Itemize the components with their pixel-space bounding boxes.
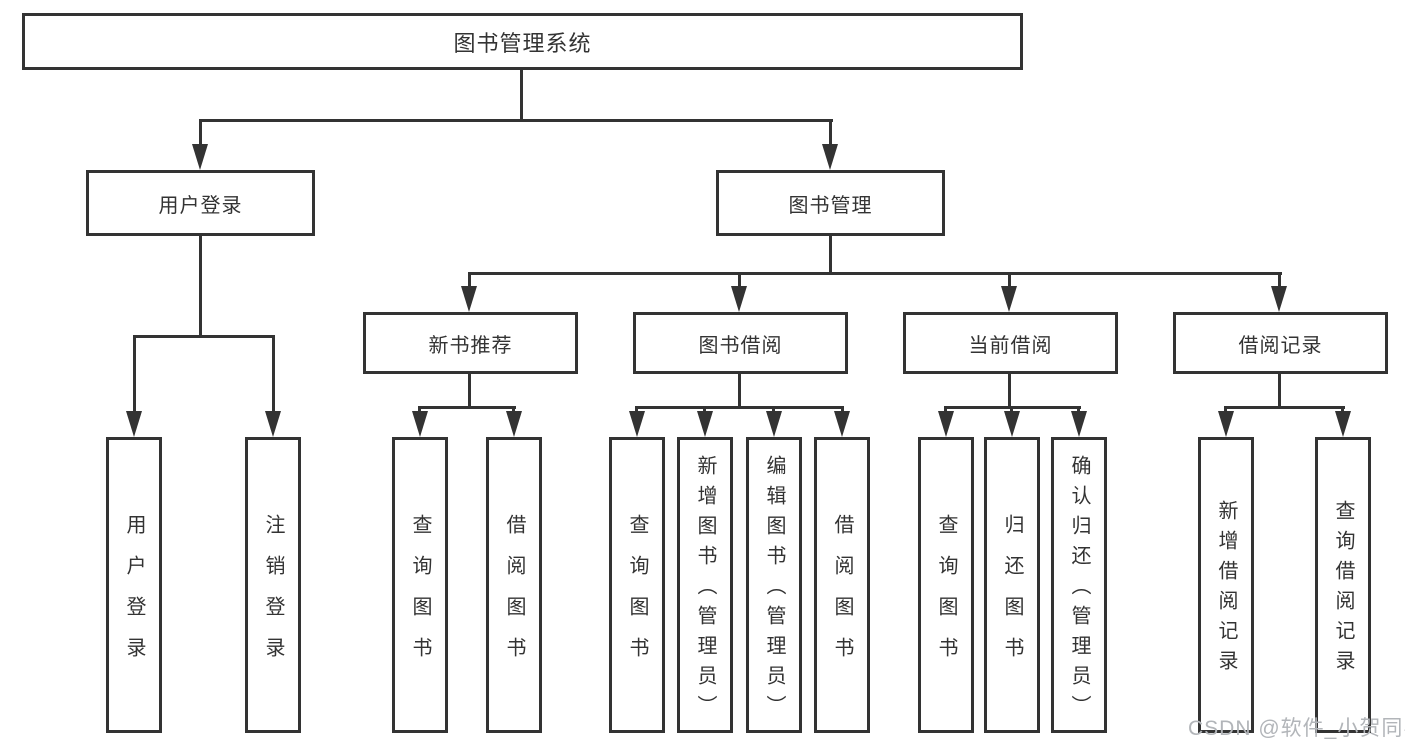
leaf-add-borrow-record: 新增借阅记录: [1198, 437, 1254, 733]
node-label: 图书管理系统: [453, 30, 592, 56]
leaf-confirm-return-admin: 确认归还（管理员）: [1051, 437, 1107, 733]
node-label: 新增图书（管理员）: [694, 455, 716, 725]
connector-line: [199, 234, 202, 338]
node-label: 用户登录: [158, 194, 243, 217]
connector-line: [199, 119, 833, 122]
connector-line: [841, 406, 844, 415]
node-label: 编辑图书（管理员）: [763, 455, 785, 725]
node-label: 当前借阅: [968, 334, 1053, 357]
connector-line: [1224, 406, 1227, 415]
node-new-book-recommend: 新书推荐: [363, 312, 578, 374]
node-label: 注销登录: [262, 513, 284, 678]
connector-line: [272, 335, 275, 415]
arrow-down-icon: [697, 411, 713, 437]
arrow-down-icon: [126, 411, 142, 437]
connector-line: [418, 406, 421, 415]
arrow-down-icon: [265, 411, 281, 437]
node-label: 图书借阅: [698, 334, 783, 357]
connector-line: [738, 272, 741, 292]
node-label: 图书管理: [788, 194, 873, 217]
arrow-down-icon: [938, 411, 954, 437]
arrow-down-icon: [1071, 411, 1087, 437]
arrow-down-icon: [822, 144, 838, 170]
connector-line: [635, 406, 844, 409]
leaf-query-books-borrowing: 查询图书: [609, 437, 665, 733]
connector-line: [520, 70, 523, 122]
node-book-management: 图书管理: [716, 170, 945, 236]
leaf-logout: 注销登录: [245, 437, 301, 733]
leaf-borrow-books: 借阅图书: [814, 437, 870, 733]
connector-line: [829, 234, 832, 275]
leaf-query-books-recommend: 查询图书: [392, 437, 448, 733]
arrow-down-icon: [1218, 411, 1234, 437]
connector-line: [944, 406, 947, 415]
node-label: 查询图书: [626, 513, 648, 678]
node-label: 借阅图书: [831, 513, 853, 678]
connector-line: [1224, 406, 1345, 409]
connector-line: [1278, 272, 1281, 292]
arrow-down-icon: [1004, 411, 1020, 437]
leaf-edit-book-admin: 编辑图书（管理员）: [746, 437, 802, 733]
connector-line: [1008, 372, 1011, 409]
connector-line: [133, 335, 274, 338]
node-user-login: 用户登录: [86, 170, 315, 236]
node-label: 借阅图书: [503, 513, 525, 678]
node-book-borrowing: 图书借阅: [633, 312, 848, 374]
node-label: 新书推荐: [428, 334, 513, 357]
connector-line: [829, 119, 832, 149]
connector-line: [1010, 406, 1013, 415]
connector-line: [1341, 406, 1344, 415]
leaf-query-borrow-record: 查询借阅记录: [1315, 437, 1371, 733]
node-library-management-system: 图书管理系统: [22, 13, 1023, 70]
connector-line: [133, 335, 136, 415]
arrow-down-icon: [1335, 411, 1351, 437]
node-borrowing-records: 借阅记录: [1173, 312, 1388, 374]
connector-line: [199, 119, 202, 149]
connector-line: [738, 372, 741, 409]
leaf-user-login: 用户登录: [106, 437, 162, 733]
csdn-watermark: CSDN @软件_小贺同学: [1188, 717, 1405, 740]
connector-line: [1077, 406, 1080, 415]
arrow-down-icon: [192, 144, 208, 170]
arrow-down-icon: [731, 286, 747, 312]
node-label: 查询图书: [935, 513, 957, 678]
node-label: 用户登录: [123, 513, 145, 678]
connector-line: [1008, 272, 1011, 292]
node-current-borrowing: 当前借阅: [903, 312, 1118, 374]
leaf-borrow-books-recommend: 借阅图书: [486, 437, 542, 733]
node-label: 归还图书: [1001, 513, 1023, 678]
arrow-down-icon: [461, 286, 477, 312]
connector-line: [468, 272, 471, 292]
node-label: 新增借阅记录: [1215, 500, 1237, 680]
connector-line: [1278, 372, 1281, 409]
leaf-query-books-current: 查询图书: [918, 437, 974, 733]
arrow-down-icon: [766, 411, 782, 437]
arrow-down-icon: [834, 411, 850, 437]
connector-line: [512, 406, 515, 415]
arrow-down-icon: [629, 411, 645, 437]
arrow-down-icon: [1001, 286, 1017, 312]
connector-line: [635, 406, 638, 415]
node-label: 确认归还（管理员）: [1068, 455, 1090, 725]
connector-line: [418, 406, 516, 409]
connector-line: [468, 372, 471, 409]
leaf-return-books: 归还图书: [984, 437, 1040, 733]
connector-line: [468, 272, 1282, 275]
connector-line: [772, 406, 775, 415]
arrow-down-icon: [1271, 286, 1287, 312]
arrow-down-icon: [412, 411, 428, 437]
node-label: 查询图书: [409, 513, 431, 678]
leaf-add-book-admin: 新增图书（管理员）: [677, 437, 733, 733]
connector-line: [703, 406, 706, 415]
node-label: 借阅记录: [1238, 334, 1323, 357]
arrow-down-icon: [506, 411, 522, 437]
node-label: 查询借阅记录: [1332, 500, 1354, 680]
